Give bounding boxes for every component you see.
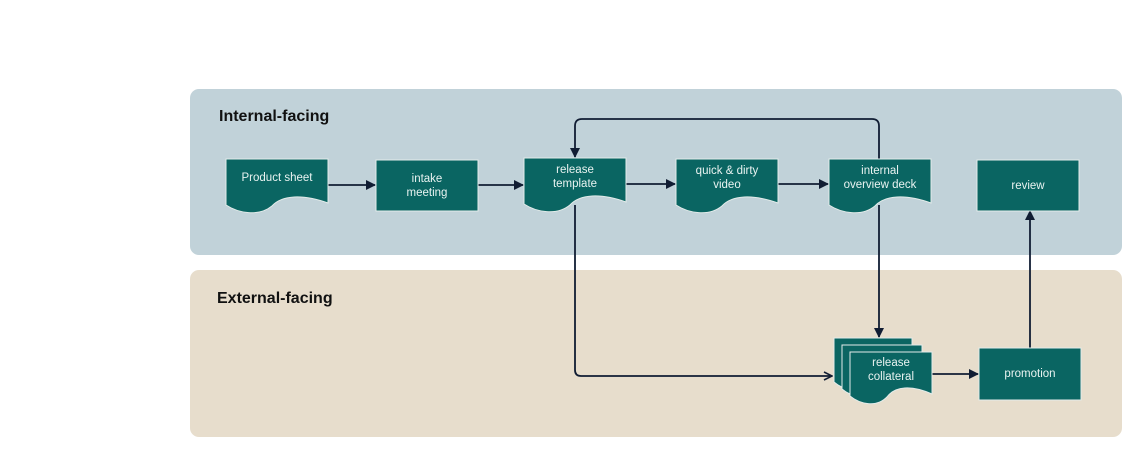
edge-internal-overview-deck-to-release-template: [570, 118, 880, 159]
node-internal-overview-deck: [828, 158, 932, 214]
node-promotion: [978, 347, 1082, 401]
node-label-product-sheet: Product sheet: [241, 172, 313, 184]
node-review: [976, 159, 1080, 212]
external-facing-lane: [190, 270, 1122, 437]
node-intake-meeting: [375, 159, 479, 212]
node-quick-dirty-video: [675, 158, 779, 214]
node-label-review: review: [1011, 179, 1045, 192]
node-release-template: [523, 157, 627, 213]
internal-lane-title: Internal-facing: [219, 108, 330, 125]
internal-facing-lane: [190, 89, 1122, 255]
node-release-collateral: [833, 337, 933, 405]
node-label-promotion: promotion: [1004, 368, 1056, 380]
node-product-sheet: [225, 158, 329, 214]
edge-release-template-to-release-collateral: [574, 205, 832, 376]
external-lane-title: External-facing: [217, 290, 333, 307]
